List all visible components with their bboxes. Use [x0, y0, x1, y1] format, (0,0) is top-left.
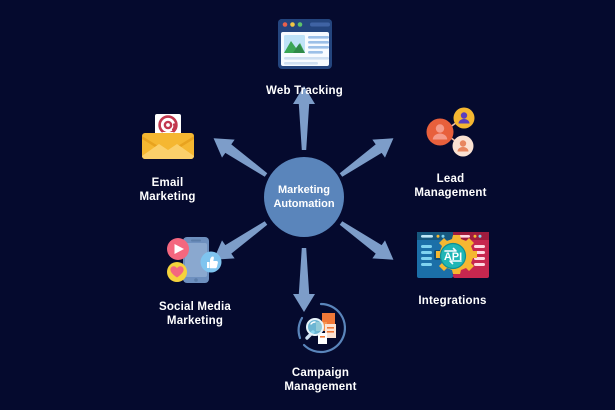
envelope-at-icon	[137, 108, 199, 171]
hub-label: Marketing Automation	[273, 184, 335, 210]
node-label-social-media-marketing: Social Media Marketing	[158, 301, 232, 327]
node-label-lead-management: Lead Management	[414, 173, 487, 199]
connected-users-icon	[418, 104, 484, 167]
node-integrations[interactable]: API Integrations	[395, 228, 510, 308]
node-email-marketing[interactable]: Email Marketing	[110, 108, 225, 204]
api-gear-icon: API	[414, 228, 492, 289]
node-campaign-management[interactable]: Campaign Management	[228, 300, 413, 394]
browser-window-icon	[274, 16, 336, 79]
node-label-email-marketing: Email Marketing	[139, 177, 196, 203]
node-label-campaign-management: Campaign Management	[284, 367, 357, 393]
arrow-to-lead-management	[334, 129, 400, 185]
svg-text:API: API	[443, 251, 461, 263]
node-web-tracking[interactable]: Web Tracking	[247, 16, 362, 98]
node-label-web-tracking: Web Tracking	[266, 85, 343, 97]
arrow-to-integrations	[334, 213, 400, 269]
node-social-media-marketing[interactable]: Social Media Marketing	[105, 232, 285, 328]
magnifier-blocks-icon	[292, 300, 350, 361]
node-lead-management[interactable]: Lead Management	[393, 104, 508, 200]
smartphone-reactions-icon	[161, 232, 229, 295]
hub-marketing-automation[interactable]: Marketing Automation	[264, 157, 344, 237]
node-label-integrations: Integrations	[418, 295, 487, 307]
